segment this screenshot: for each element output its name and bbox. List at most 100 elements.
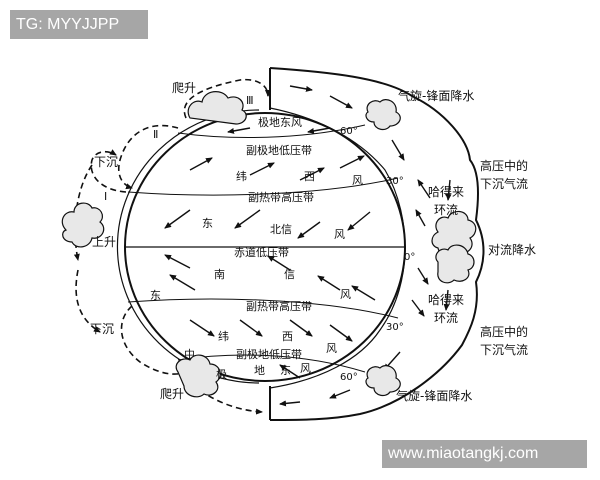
label-trade-s-3: 东 <box>150 289 161 302</box>
label-sink-top: 下沉 <box>94 155 118 169</box>
westerly-arrow <box>339 155 365 169</box>
label-cyclone-top: 气旋-锋面降水 <box>398 88 474 103</box>
trade-arrow <box>297 221 321 239</box>
shell-arrow <box>279 400 301 407</box>
trade-arrow <box>267 255 291 271</box>
cell-lower-loop <box>120 305 187 378</box>
label-westerlies-n-3: 风 <box>352 174 363 187</box>
label-trade-n-1: 东 <box>202 217 213 230</box>
label-westerlies-n-1: 纬 <box>236 170 247 183</box>
label-polar-easterlies-s-2: 地 <box>254 364 265 377</box>
trade-arrow <box>164 209 191 229</box>
label-cell-II: Ⅱ <box>153 128 158 141</box>
label-hadley-top-1: 哈得来 <box>428 184 464 199</box>
westerly-arrow <box>239 319 263 337</box>
label-westerlies-n-2: 西 <box>304 170 315 183</box>
latitude-label: 60° <box>340 126 358 137</box>
label-high-top-2: 下沉气流 <box>480 176 528 191</box>
westerly-arrow <box>189 157 213 171</box>
label-hadley-top-2: 环流 <box>434 203 458 217</box>
label-cell-I: Ⅰ <box>104 190 107 203</box>
trade-arrow <box>164 254 191 269</box>
label-rise-top: 爬升 <box>172 81 196 95</box>
watermark-top-left: TG: MYYJJPP <box>10 10 148 39</box>
cloud-icon <box>175 354 221 398</box>
label-hadley-bottom-2: 环流 <box>434 311 458 325</box>
polar-easterly-arrow <box>279 364 301 379</box>
label-subpolar-low-s: 副极地低压带 <box>236 347 302 361</box>
shell-arrow <box>329 389 351 399</box>
label-trade-s-2: 信 <box>284 268 295 281</box>
shell-arrow <box>417 267 429 285</box>
label-polar-easterlies-s-4: 风 <box>300 362 311 375</box>
label-westerlies-s-1: 纬 <box>218 330 229 343</box>
label-trade-n-2: 北信 <box>270 223 292 236</box>
latitude-label: 60° <box>340 372 358 383</box>
trade-arrow <box>347 211 371 231</box>
label-sink-bottom: 下沉 <box>90 322 114 336</box>
latitude-label: 30° <box>386 176 404 187</box>
cloud-icon <box>365 99 401 131</box>
trade-arrow <box>169 274 196 291</box>
shell-arrow <box>289 85 313 92</box>
label-westerlies-s-3: 中 <box>184 348 195 361</box>
cell-I-loop-top <box>90 149 127 193</box>
label-polar-easterlies-s-3: 东 <box>280 364 291 377</box>
cell-III-loop <box>183 78 271 119</box>
westerly-arrow <box>299 167 325 181</box>
label-high-bottom-2: 下沉气流 <box>480 342 528 357</box>
label-trade-s-4: 风 <box>340 288 351 301</box>
label-hadley-bottom-1: 哈得来 <box>428 292 464 307</box>
cloud-icon <box>435 244 475 284</box>
cell-II-loop <box>117 124 179 190</box>
label-subpolar-low-n: 副极地低压带 <box>246 143 312 157</box>
trade-arrow <box>351 285 376 301</box>
subtropical-high-line-n <box>127 177 399 196</box>
westerly-arrow <box>249 162 275 176</box>
label-high-top-1: 高压中的 <box>480 158 528 173</box>
polar-easterly-arrow <box>307 127 331 134</box>
label-equatorial-low: 赤道低压带 <box>234 245 289 259</box>
left-cells <box>73 78 271 415</box>
label-polar-easterlies-n: 极地东风 <box>258 115 302 129</box>
cell-I-loop-bottom <box>75 269 101 333</box>
label-trade-s-1: 南 <box>214 268 225 281</box>
label-trade-n-3: 风 <box>334 228 345 241</box>
shell-arrow <box>411 299 425 317</box>
cloud-icon <box>431 210 477 258</box>
cloud-icons <box>61 91 477 398</box>
subpolar-low-line-n <box>177 124 366 139</box>
shell-arrow <box>391 139 405 161</box>
watermark-bottom-right: www.miaotangkj.com <box>382 440 587 468</box>
shell-arrow <box>445 179 452 201</box>
latitude-label: 0° <box>404 252 415 263</box>
label-cyclone-bottom: 气旋-锋面降水 <box>396 388 472 403</box>
shell-arrow <box>443 289 450 311</box>
label-polar-easterlies-s-1: 极 <box>216 367 227 381</box>
cloud-icon <box>61 202 105 248</box>
label-subtropical-high-s: 副热带高压带 <box>246 299 312 313</box>
westerly-arrow <box>329 324 353 342</box>
label-convection: 对流降水 <box>488 243 536 257</box>
shell-arrow <box>415 209 426 227</box>
latitude-label: 30° <box>386 322 404 333</box>
cloud-icon <box>365 365 401 397</box>
label-subtropical-high-n: 副热带高压带 <box>248 190 314 204</box>
label-rise-bottom: 爬升 <box>160 387 184 401</box>
trade-arrow <box>234 209 261 229</box>
atmosphere-shell-right <box>269 67 485 421</box>
polar-easterly-arrow <box>227 127 251 134</box>
label-cell-III: Ⅲ <box>246 94 254 107</box>
shell-arrow <box>329 95 353 109</box>
shell-arrow <box>417 179 431 199</box>
label-westerlies-s-4: 风 <box>326 342 337 355</box>
label-high-bottom-1: 高压中的 <box>480 324 528 339</box>
trade-arrow <box>317 275 341 291</box>
shell-flow-arrows <box>279 85 452 407</box>
label-westerlies-s-2: 西 <box>282 330 293 343</box>
westerly-arrow <box>189 319 215 337</box>
westerly-arrow <box>289 319 313 337</box>
subtropical-high-line-s <box>127 298 399 319</box>
label-rise-mid: 上升 <box>92 235 116 249</box>
